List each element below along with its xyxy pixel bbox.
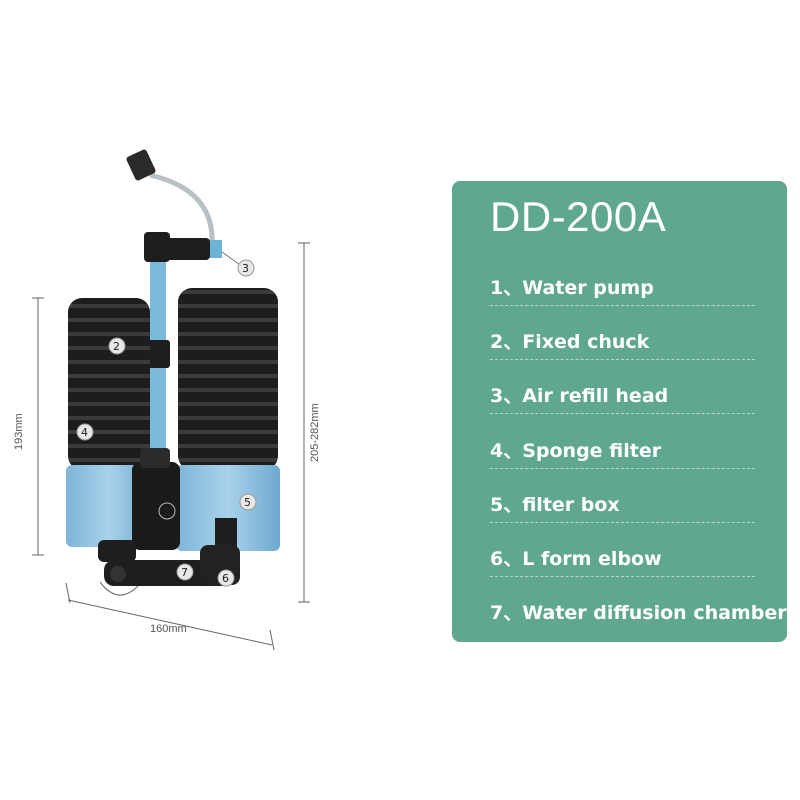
spec-item: 2、Fixed chuck [490, 323, 775, 363]
sponge-height-label: 193mm [13, 413, 25, 450]
product-diagram: 160mm 193mm 205-282mm [13, 149, 321, 651]
svg-text:5: 5 [244, 496, 251, 509]
spec-item: 5、filter box [490, 486, 775, 526]
water-pump [132, 448, 180, 550]
callout-4: 4 [76, 423, 94, 441]
total-height-label: 205-282mm [309, 403, 321, 462]
right-sponge-filter [176, 288, 280, 551]
svg-text:3: 3 [242, 262, 249, 275]
callout-1: 1 [158, 502, 176, 520]
callout-2: 2 [108, 337, 126, 355]
total-height-dimension: 205-282mm [298, 242, 321, 603]
callout-7: 7 [176, 563, 194, 581]
svg-text:6: 6 [222, 572, 229, 585]
spec-item: 6、L form elbow [490, 540, 775, 580]
width-label: 160mm [150, 623, 187, 635]
sponge-height-dimension: 193mm [13, 297, 44, 556]
svg-text:1: 1 [163, 505, 170, 518]
svg-text:2: 2 [113, 340, 120, 353]
svg-text:4: 4 [81, 426, 88, 439]
width-dimension: 160mm [65, 582, 275, 651]
svg-text:7: 7 [181, 566, 188, 579]
model-title: DD-200A [490, 193, 667, 240]
spec-panel: DD-200A 1、Water pump 2、Fixed chuck 3、Air… [452, 181, 787, 642]
spec-item: 4、Sponge filter [490, 432, 775, 472]
center-pipe [140, 232, 210, 465]
spec-item: 1、Water pump [490, 269, 775, 309]
spec-item: 3、Air refill head [490, 377, 775, 417]
callout-3: 3 [221, 251, 255, 277]
callout-6: 6 [217, 569, 235, 587]
spec-item: 7、Water diffusion chamber [490, 602, 787, 624]
callout-5: 5 [239, 493, 257, 511]
